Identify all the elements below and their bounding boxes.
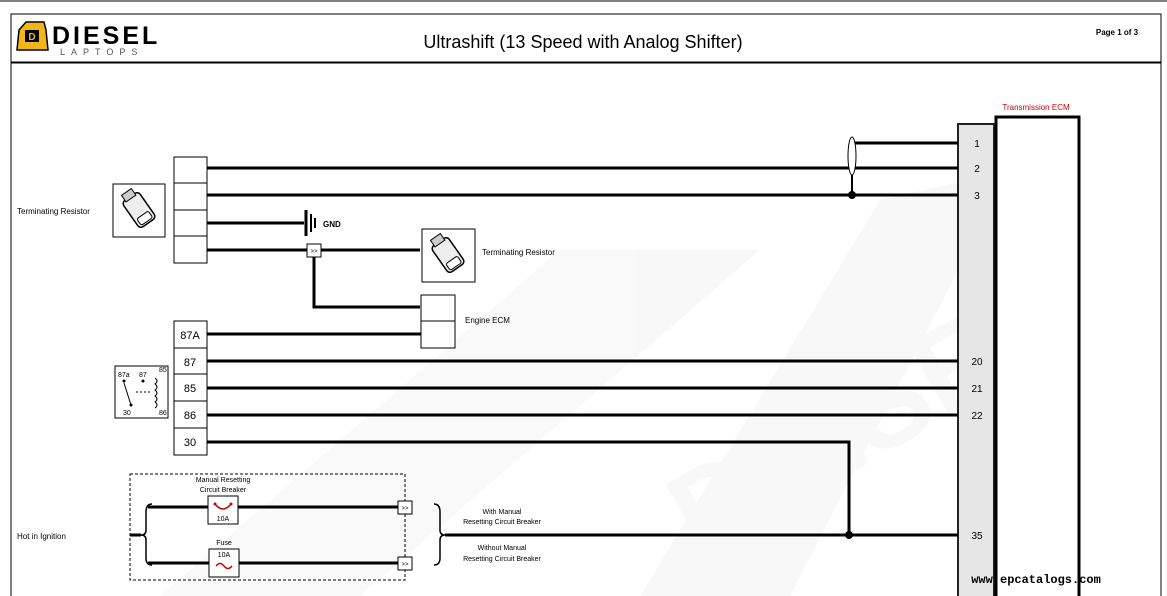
relay-symbol-85: 85	[159, 367, 167, 374]
terminating-resistor-right-label: Terminating Resistor	[482, 248, 555, 257]
transmission-ecm-connector	[957, 123, 995, 596]
without-manual-line1: Without Manual	[478, 545, 527, 552]
connector-marker-breaker	[397, 500, 413, 515]
page-number: Page 1 of 3	[1096, 28, 1139, 37]
terminating-resistor-left-label: Terminating Resistor	[17, 207, 90, 216]
relay-wires	[207, 332, 958, 535]
fuse	[208, 548, 240, 578]
with-manual-line2: Resetting Circuit Breaker	[463, 519, 541, 526]
power-circuit-frame	[129, 473, 406, 581]
engine-ecm-label: Engine ECM	[465, 316, 510, 325]
breaker-rating: 10A	[217, 516, 230, 523]
logo: D DIESEL LAPTOPS	[16, 21, 160, 57]
relay-pin-30: 30	[184, 437, 196, 449]
connector-marker-can	[306, 243, 322, 258]
svg-text:D: D	[28, 32, 35, 43]
resistor-plug-icon	[429, 232, 465, 274]
splice-dot-35	[845, 531, 853, 539]
power-circuit: Hot in Ignition 10A Manual Resetting Cir…	[17, 473, 446, 581]
connector-marker-breaker-text: >>	[401, 506, 409, 512]
relay-symbol-86: 86	[159, 410, 167, 417]
relay-pin-86: 86	[184, 410, 196, 422]
ecm-pin-3: 3	[974, 191, 980, 202]
terminating-resistor-left: Terminating Resistor	[17, 183, 166, 238]
hot-in-ignition-label: Hot in Ignition	[17, 532, 66, 541]
header: D DIESEL LAPTOPS Ultrashift (13 Speed wi…	[10, 13, 1162, 63]
circuit-breaker	[207, 495, 239, 525]
with-manual-line1: With Manual	[483, 509, 522, 516]
ecm-pin-2: 2	[974, 164, 980, 175]
can-wires	[207, 141, 958, 197]
ecm-pin-21: 21	[971, 384, 983, 395]
fuse-label: Fuse	[216, 540, 232, 547]
breaker-symbol-icon	[214, 503, 232, 510]
connector-marker-fuse-text: >>	[401, 562, 409, 568]
connector-marker-fuse	[397, 556, 413, 571]
header-frame	[10, 13, 1162, 63]
relay-symbol-30: 30	[123, 410, 131, 417]
ecm-pin-35: 35	[971, 531, 983, 542]
transmission-ecm-body	[994, 115, 1081, 596]
breaker-label-line2: Circuit Breaker	[200, 487, 247, 494]
wire-30	[207, 440, 851, 535]
gnd-label: GND	[323, 220, 341, 229]
ecm-pin-20: 20	[971, 357, 983, 368]
diagram-frame	[10, 62, 1162, 596]
splice-dot	[848, 191, 856, 199]
resistor-plug-icon	[120, 187, 156, 229]
relay-symbol: 87a 87 85 30 86	[114, 365, 169, 419]
relay-pin-87a: 87A	[180, 330, 200, 342]
ecm-pin-labels: 1 2 3 20 21 22 35	[971, 139, 983, 542]
connector-marker-can-text: >>	[310, 249, 318, 255]
watermark-logo: DIESEL	[160, 170, 1088, 596]
can-branch-wires	[207, 248, 420, 309]
datalink-connector	[173, 156, 208, 264]
terminating-resistor-right: Terminating Resistor	[421, 228, 555, 283]
relay-symbol-87a: 87a	[118, 372, 130, 379]
relay-connector: 87A 87 85 86 30	[173, 320, 208, 456]
transmission-ecm: Transmission ECM	[957, 103, 1081, 596]
transmission-ecm-label: Transmission ECM	[1002, 103, 1070, 112]
page-title: Ultrashift (13 Speed with Analog Shifter…	[423, 32, 742, 52]
ground: GND	[207, 210, 341, 236]
relay-pin-85: 85	[184, 383, 196, 395]
relay-symbol-87: 87	[139, 372, 147, 379]
logo-text: DIESEL	[52, 22, 160, 50]
twisted-pair-shield	[847, 136, 857, 176]
without-manual-line2: Resetting Circuit Breaker	[463, 556, 541, 563]
engine-ecm: Engine ECM	[420, 294, 510, 349]
watermark-url: www.epcatalogs.com	[971, 573, 1101, 587]
fuse-symbol-icon	[215, 562, 233, 570]
relay-pin-87: 87	[184, 357, 196, 369]
left-brace	[140, 503, 153, 566]
breaker-label-line1: Manual Resetting	[196, 477, 251, 484]
fuse-rating: 10A	[218, 552, 231, 559]
ecm-pin-22: 22	[971, 411, 983, 422]
ecm-pin-1: 1	[974, 139, 980, 150]
logo-subtext: LAPTOPS	[60, 47, 143, 57]
